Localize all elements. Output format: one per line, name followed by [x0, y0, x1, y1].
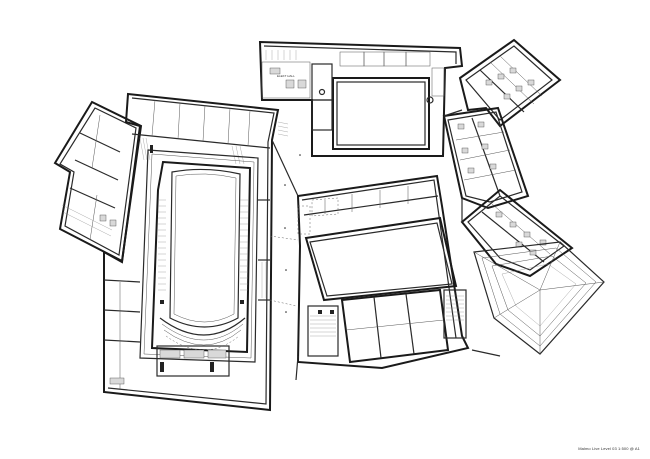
hotel-wing — [442, 38, 574, 278]
upper-room-label: ELEKT HALL — [277, 74, 295, 78]
concert-hall-block — [103, 92, 289, 412]
drawing-caption: Malmo Live Level 03 1:500 @ A1 — [578, 446, 640, 451]
central-conference-block — [295, 174, 470, 381]
north-central-block: ELEKT HALL — [258, 40, 464, 157]
pyramid-roof — [473, 241, 605, 355]
west-wing — [53, 100, 143, 263]
foyer-area — [269, 109, 501, 357]
